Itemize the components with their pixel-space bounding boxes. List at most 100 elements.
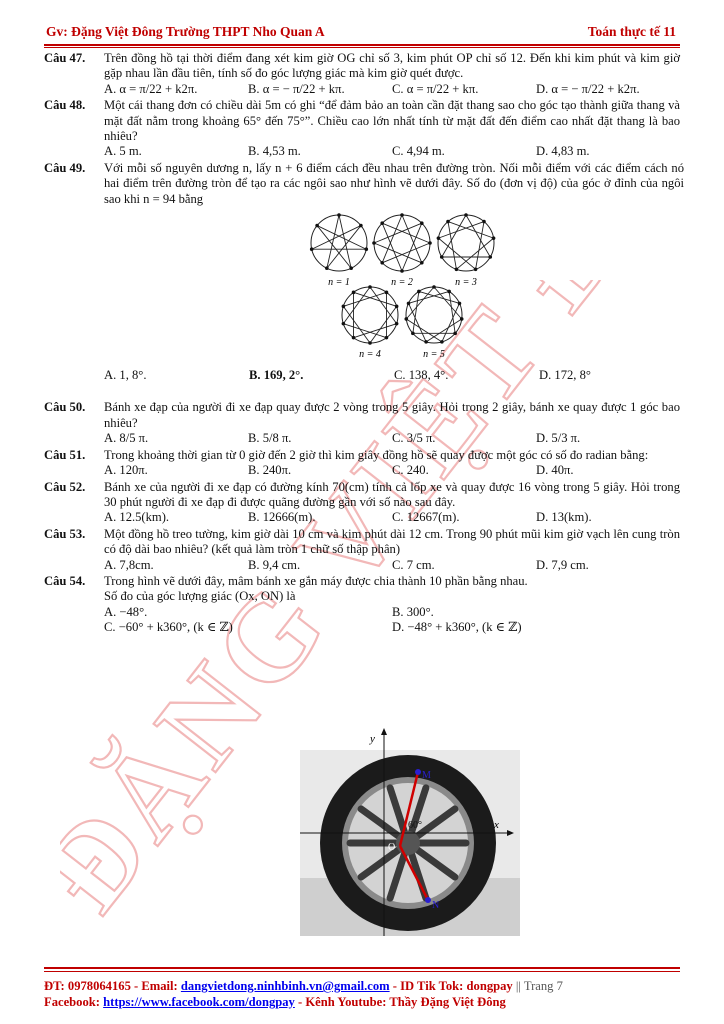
star-vertex <box>419 221 424 226</box>
header-rule-thin <box>44 47 680 48</box>
star-vertex <box>454 267 459 272</box>
option-d[interactable]: D. 5/3 π. <box>536 431 581 446</box>
question-text-2: Số đo của góc lượng giác (Ox, ON) là <box>104 589 296 604</box>
question-number: Câu 47. <box>44 51 86 65</box>
star-vertex <box>337 213 341 217</box>
options: A. 120π. B. 240π. C. 240. D. 40π. <box>104 463 680 478</box>
star-edge <box>343 323 387 339</box>
star-vertex <box>440 340 444 344</box>
option-a[interactable]: A. 8/5 π. <box>104 431 149 446</box>
option-b[interactable]: B. 300°. <box>392 604 434 619</box>
star-edge <box>412 291 420 334</box>
star-edge <box>433 286 463 320</box>
option-c[interactable]: C. 12667(m). <box>392 510 460 525</box>
star-label: n = 1 <box>328 277 350 288</box>
point-m <box>415 769 421 775</box>
option-a[interactable]: A. 5 m. <box>104 144 142 159</box>
footer-rule-thin <box>44 971 680 972</box>
option-a[interactable]: A. 12.5(km). <box>104 510 170 525</box>
option-d[interactable]: D. 4,83 m. <box>536 144 590 159</box>
option-c[interactable]: C. 240. <box>392 463 429 478</box>
star-vertex <box>464 213 468 217</box>
option-a[interactable]: A. 1, 8°. <box>104 368 147 383</box>
option-b[interactable]: B. α = − π/22 + kπ. <box>248 81 345 96</box>
option-b[interactable]: B. 169, 2°. <box>249 368 304 383</box>
star-edge <box>369 306 397 344</box>
facebook-link[interactable]: https://www.facebook.com/dongpay <box>103 995 295 1009</box>
star-edge <box>343 286 371 324</box>
option-c[interactable]: C. α = π/22 + kπ. <box>392 81 479 96</box>
star-vertex <box>400 213 404 217</box>
option-d[interactable]: D. −48° + k360°, (k ∈ ℤ) <box>392 620 522 635</box>
option-a[interactable]: A. −48°. <box>104 604 148 619</box>
star-vertex <box>400 269 404 273</box>
option-c[interactable]: C. 4,94 m. <box>392 144 445 159</box>
star-edge <box>382 222 431 244</box>
x-axis-label: x <box>493 819 499 831</box>
option-a[interactable]: A. α = π/22 + k2π. <box>104 81 198 96</box>
option-d[interactable]: D. α = − π/22 + k2π. <box>536 81 640 96</box>
question-51: Câu 51. Trong khoảng thời gian từ 0 giờ … <box>44 448 680 479</box>
star-vertex <box>473 267 478 272</box>
option-c[interactable]: C. 3/5 π. <box>392 431 436 446</box>
email-link[interactable]: dangvietdong.ninhbinh.vn@gmail.com <box>180 979 390 993</box>
star-edge <box>353 323 397 339</box>
option-c[interactable]: C. 138, 4°. <box>394 368 449 383</box>
star-vertex <box>439 255 444 259</box>
question-text: Một cái thang đơn có chiều dài 5m có ghi… <box>104 98 680 144</box>
footer-tiktok: - ID Tik Tok: dongpay <box>389 979 513 993</box>
footer-facebook-label: Facebook: <box>44 995 104 1009</box>
star-edge <box>338 214 352 269</box>
star-vertex <box>309 247 314 252</box>
star-vertex <box>447 289 451 294</box>
option-a[interactable]: A. 120π. <box>104 463 148 478</box>
star-vertex <box>424 340 428 344</box>
star-edge <box>373 222 422 244</box>
question-text: Bánh xe của người đi xe đạp có đường kín… <box>104 479 680 509</box>
star-vertex <box>380 221 385 226</box>
star-vertex <box>359 223 363 228</box>
option-b[interactable]: B. 9,4 cm. <box>248 557 301 572</box>
option-c[interactable]: C. 7 cm. <box>392 557 435 572</box>
star-edge <box>438 237 476 270</box>
star-edge <box>316 225 352 269</box>
star-vertex <box>459 317 464 321</box>
question-47: Câu 47. Trên đồng hồ tại thời điểm đang … <box>44 51 680 97</box>
star-edge <box>381 223 403 272</box>
option-d[interactable]: D. 172, 8° <box>539 368 591 383</box>
star-vertex <box>384 290 389 295</box>
option-a[interactable]: A. 7,8cm. <box>104 557 154 572</box>
label-m: M <box>422 770 431 781</box>
option-d[interactable]: D. 40π. <box>536 463 574 478</box>
point-n <box>425 897 431 903</box>
options: A. 7,8cm. B. 9,4 cm. C. 7 cm. D. 7,9 cm. <box>104 558 680 573</box>
options: A. α = π/22 + k2π. B. α = − π/22 + kπ. C… <box>104 82 680 97</box>
options: A. 12.5(km). B. 12666(m). C. 12667(m). D… <box>104 510 680 525</box>
option-b[interactable]: B. 4,53 m. <box>248 144 301 159</box>
star-edge <box>447 221 494 239</box>
option-d[interactable]: D. 7,9 cm. <box>536 557 589 572</box>
option-b[interactable]: B. 240π. <box>248 463 292 478</box>
star-vertex <box>457 301 462 306</box>
header-subject: Toán thực tế 11 <box>587 24 676 39</box>
option-b[interactable]: B. 5/8 π. <box>248 431 292 446</box>
spoke <box>386 784 408 836</box>
star-edge <box>343 306 371 344</box>
star-vertex <box>446 219 450 224</box>
star-vertex <box>368 341 372 345</box>
header-author: Gv: Đặng Việt Đông Trường THPT Nho Quan … <box>46 24 325 39</box>
ray-on <box>398 845 430 901</box>
star-edge <box>343 291 387 307</box>
star-n-1: n = 1 <box>309 213 369 288</box>
question-number: Câu 48. <box>44 98 86 113</box>
option-c[interactable]: C. −60° + k360°, (k ∈ ℤ) <box>104 620 233 635</box>
x-axis-arrow <box>507 830 514 836</box>
question-48: Câu 48. Một cái thang đơn có chiều dài 5… <box>44 98 680 160</box>
option-b[interactable]: B. 12666(m). <box>248 510 316 525</box>
star-edge <box>465 214 491 258</box>
option-d[interactable]: D. 13(km). <box>536 510 592 525</box>
star-edge <box>405 286 435 320</box>
star-edge <box>456 237 494 270</box>
question-54: Câu 54. Trong hình vẽ dưới đây, mâm bánh… <box>44 574 680 636</box>
